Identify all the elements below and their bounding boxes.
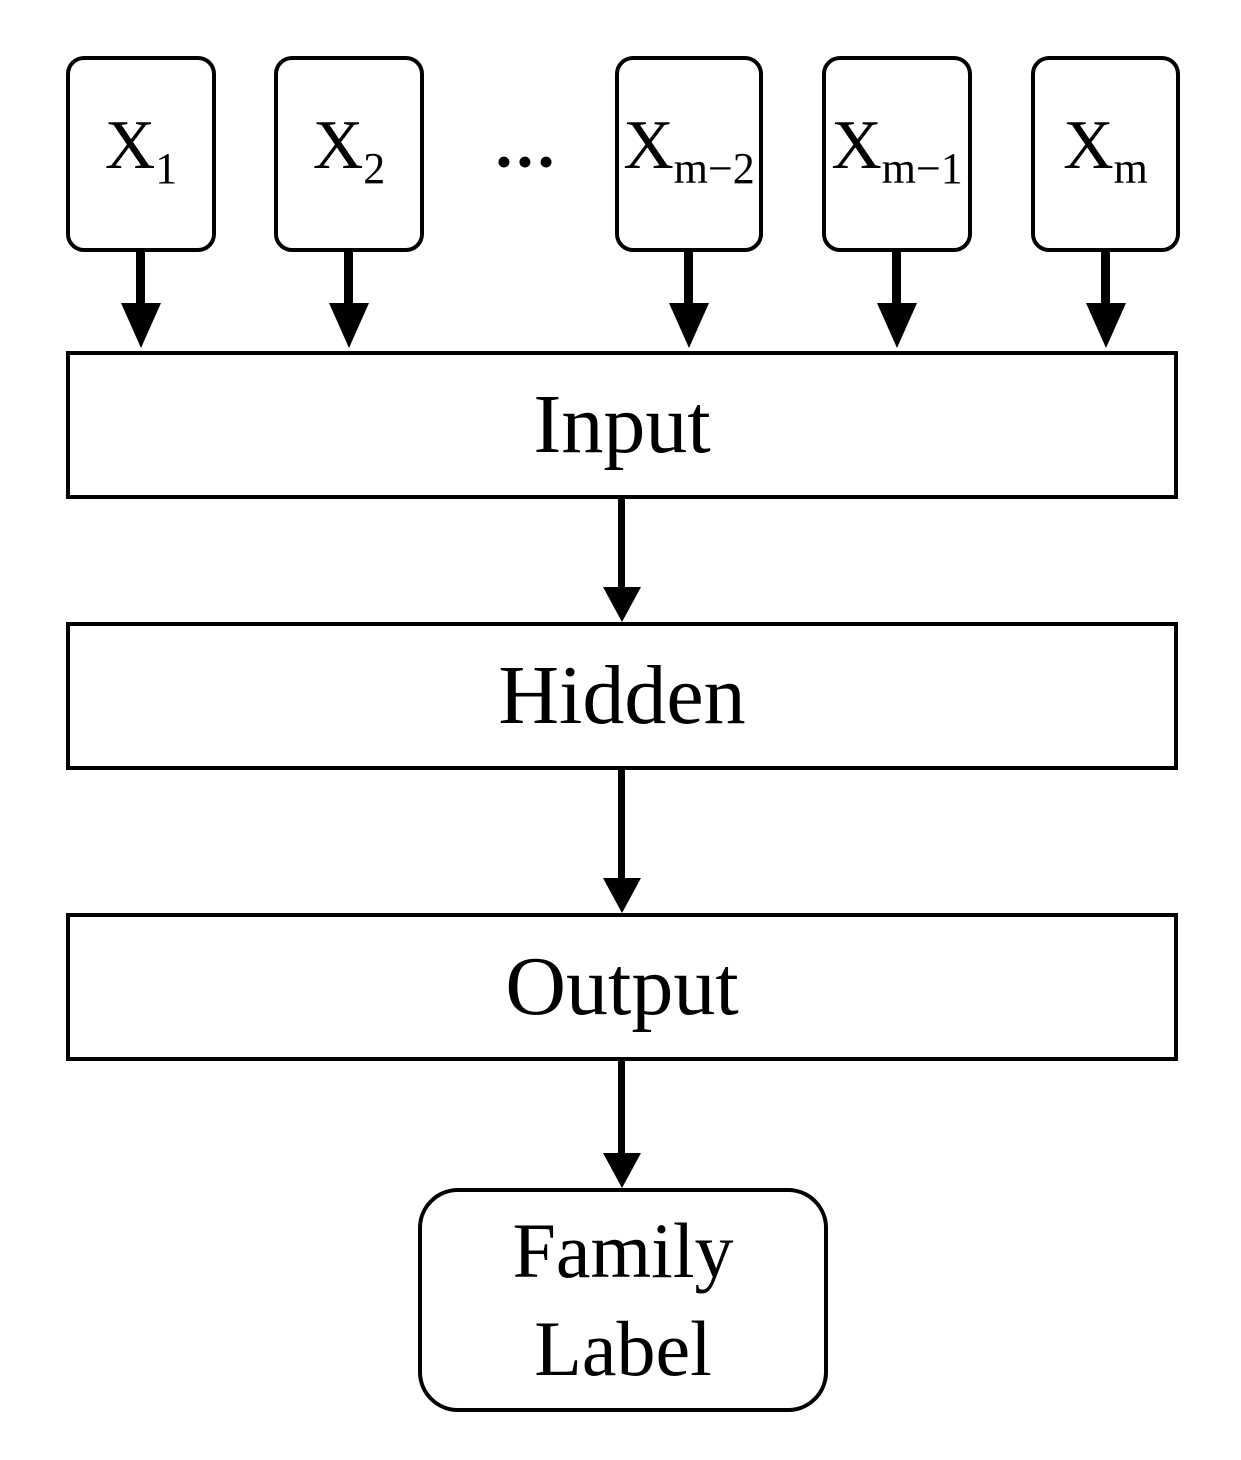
arrow-xm-shaft (1101, 252, 1110, 303)
hidden-layer-label: Hidden (498, 649, 746, 742)
arrow-xm2-head (669, 303, 709, 348)
arrow-output-label-head (603, 1153, 641, 1188)
arrow-xm1-shaft (892, 252, 901, 303)
feature-node-xm2: Xm−2 (615, 56, 763, 252)
arrow-output-label-shaft (618, 1061, 625, 1153)
arrow-input-hidden-shaft (618, 499, 625, 587)
feature-node-x2-base: X (312, 107, 364, 184)
feature-node-xm1-sub: m−1 (881, 144, 963, 193)
output-layer-label: Output (505, 940, 739, 1033)
feature-node-x2: X2 (274, 56, 424, 252)
family-label-line2: Label (534, 1305, 712, 1392)
family-label-line1: Family (512, 1207, 734, 1294)
feature-node-x1-base: X (104, 107, 156, 184)
feature-node-xm-base: X (1063, 107, 1114, 184)
feature-node-x1-label: X1 (105, 111, 178, 191)
feature-node-x1: X1 (66, 56, 216, 252)
arrow-hidden-output-head (603, 878, 641, 913)
feature-node-xm2-label: Xm−2 (623, 111, 755, 191)
feature-node-xm2-base: X (623, 107, 674, 184)
feature-node-xm: Xm (1031, 56, 1180, 252)
feature-node-xm-sub: m (1113, 144, 1148, 193)
hidden-layer-box: Hidden (66, 622, 1178, 770)
feature-node-xm1-label: Xm−1 (831, 111, 963, 191)
arrow-x2-head (329, 303, 369, 348)
input-layer-box: Input (66, 351, 1178, 499)
feature-node-xm1: Xm−1 (822, 56, 972, 252)
arrow-hidden-output-shaft (618, 770, 625, 878)
arrow-xm-head (1086, 303, 1126, 348)
feature-node-xm-label: Xm (1063, 111, 1148, 191)
arrow-input-hidden-head (603, 587, 641, 622)
arrow-xm1-head (877, 303, 917, 348)
arrow-x1-head (121, 303, 161, 348)
output-layer-box: Output (66, 913, 1178, 1061)
input-layer-label: Input (533, 378, 711, 471)
ellipsis: ••• (495, 136, 560, 187)
arrow-xm2-shaft (684, 252, 693, 303)
feature-node-xm2-sub: m−2 (673, 144, 755, 193)
arrow-x1-shaft (136, 252, 145, 303)
family-label-box: Family Label (418, 1188, 828, 1412)
arrow-x2-shaft (344, 252, 353, 303)
feature-node-xm1-base: X (831, 107, 882, 184)
feature-node-x2-label: X2 (313, 111, 386, 191)
feature-node-x1-sub: 1 (155, 144, 178, 193)
feature-node-x2-sub: 2 (363, 144, 386, 193)
